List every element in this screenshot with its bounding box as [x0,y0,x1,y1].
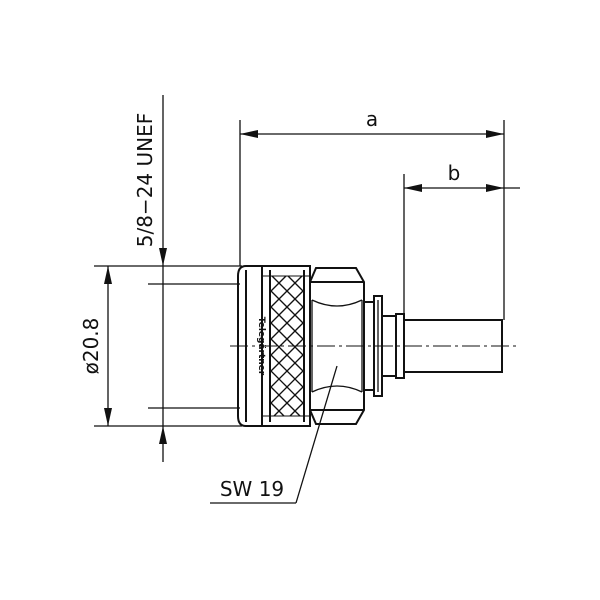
knurl-line [271,275,305,309]
knurl-line [269,337,305,373]
brand-marking: Telegärtner [256,317,266,376]
knurl-line [269,401,285,417]
knurl-line [269,289,305,325]
hex-body [309,267,365,425]
knurl-line [269,275,287,293]
dimension-diameter-label: ø20.8 [79,318,103,375]
knurl-line [273,385,305,417]
dimension-a [239,120,505,320]
knurl-line [269,369,305,405]
dimension-thread-label: 5/8−24 UNEF [133,113,157,248]
knurl-line [269,275,303,309]
knurl-line [289,401,305,417]
dimension-a-label: a [366,107,378,131]
knurl-pattern [269,275,305,417]
wrench-size-label: SW 19 [220,477,284,501]
knurl-line [269,305,305,341]
cable-entry [363,295,503,397]
dimension-thread [148,95,240,462]
knurl-line [269,321,305,357]
knurl-line [269,385,301,417]
knurl-line [269,353,305,389]
dimension-diameter [94,265,242,427]
dimension-b [403,174,520,320]
knurl-line [287,275,305,293]
coupling-nut [237,265,311,427]
wrench-size-leader [210,365,338,504]
dimension-b-label: b [448,161,461,185]
